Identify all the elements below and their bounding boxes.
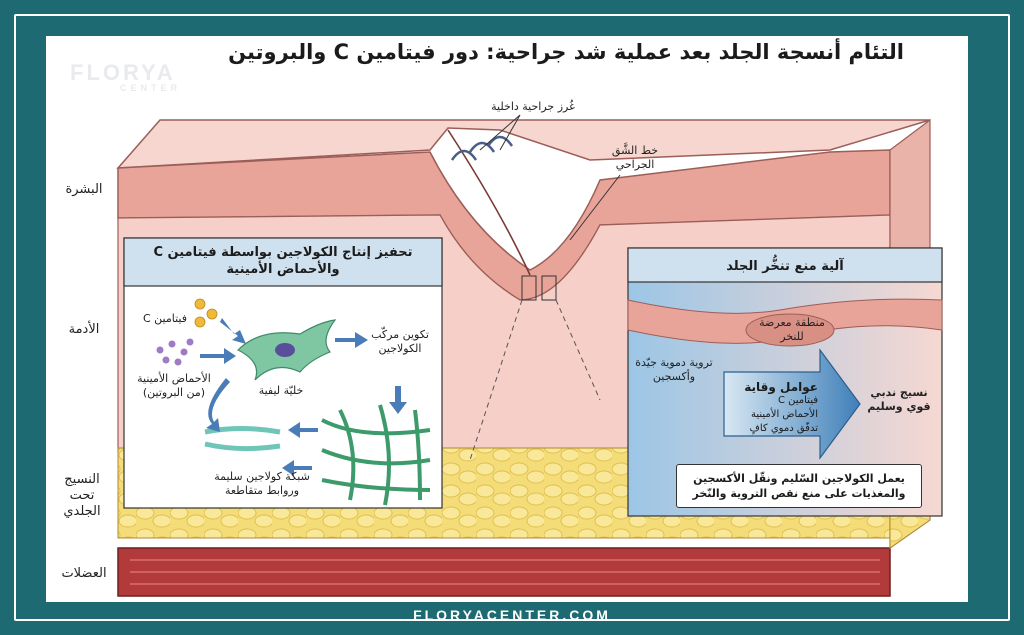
right-panel-header bbox=[627, 247, 943, 283]
right-panel-title: آلية منع تنخُّر الجلد bbox=[726, 259, 844, 274]
collagen-strands bbox=[204, 426, 281, 452]
outer-frame bbox=[14, 14, 1010, 621]
vitamin-c-molecules bbox=[194, 298, 218, 328]
label-collagen-network: شبكة كولاجين سليمة وروابط متقاطعة bbox=[214, 470, 310, 497]
necrosis-risk-zone bbox=[745, 313, 835, 347]
factor-item: الأحماض الأمينية bbox=[750, 409, 818, 420]
callout-sutures: غُرز جراحية داخلية bbox=[491, 100, 575, 113]
label-fibroblast: خليّة ليفية bbox=[258, 384, 304, 397]
process-arrows bbox=[200, 318, 407, 476]
label-necrosis-zone: منطقة معرضة للنخر bbox=[759, 316, 825, 343]
amino-acid-molecules bbox=[156, 338, 194, 366]
factor-item: تدفّق دموي كافٍ bbox=[749, 423, 819, 434]
suture-stitches bbox=[450, 135, 514, 161]
brand-logo-name: FLORYA bbox=[70, 60, 176, 85]
incision-line bbox=[447, 129, 531, 276]
left-panel-title: تحفيز إنتاج الكولاجين بواسطة فيتامين C و… bbox=[153, 245, 413, 277]
layer-label-muscle: العضلات bbox=[61, 566, 107, 581]
layer-label-epidermis: البشرة bbox=[65, 182, 103, 197]
layer-label-dermis: الأدمة bbox=[68, 322, 100, 337]
label-amino-acids: الأحماض الأمينية (من البروتين) bbox=[137, 372, 211, 399]
label-vitamin-c: فيتامين C bbox=[142, 312, 188, 325]
brand-logo: FLORYA CENTER bbox=[70, 60, 181, 93]
left-panel-header bbox=[123, 237, 443, 287]
label-collagen-complex: تكوين مركّب الكولاجين bbox=[371, 328, 429, 355]
label-result-scar: نسيج ندبي قوي وسليم bbox=[867, 386, 931, 413]
summary-box: يعمل الكولاجين السّليم ونقّل الأكسجين وا… bbox=[676, 464, 922, 508]
protection-arrow bbox=[723, 348, 861, 460]
factors-title: عوامل وقاية bbox=[744, 380, 818, 394]
skin-top-surface bbox=[116, 119, 931, 169]
page-title: التئام أنسجة الجلد بعد عملية شد جراحية: … bbox=[228, 40, 904, 64]
protection-factors: عوامل وقاية فيتامين C الأحماض الأمينية ت… bbox=[730, 380, 818, 436]
label-blood-supply: تروية دموية جيّدة وأكسجين bbox=[635, 356, 713, 383]
brand-logo-sub: CENTER bbox=[120, 83, 182, 93]
callout-incision: خط الشَّق الجراحي bbox=[611, 144, 659, 171]
layer-label-subcutaneous: النسيج تحت الجلدي bbox=[63, 472, 101, 519]
footer-url: FLORYACENTER.COM bbox=[413, 607, 611, 623]
collagen-network bbox=[321, 404, 431, 506]
factor-item: فيتامين C bbox=[777, 395, 818, 406]
